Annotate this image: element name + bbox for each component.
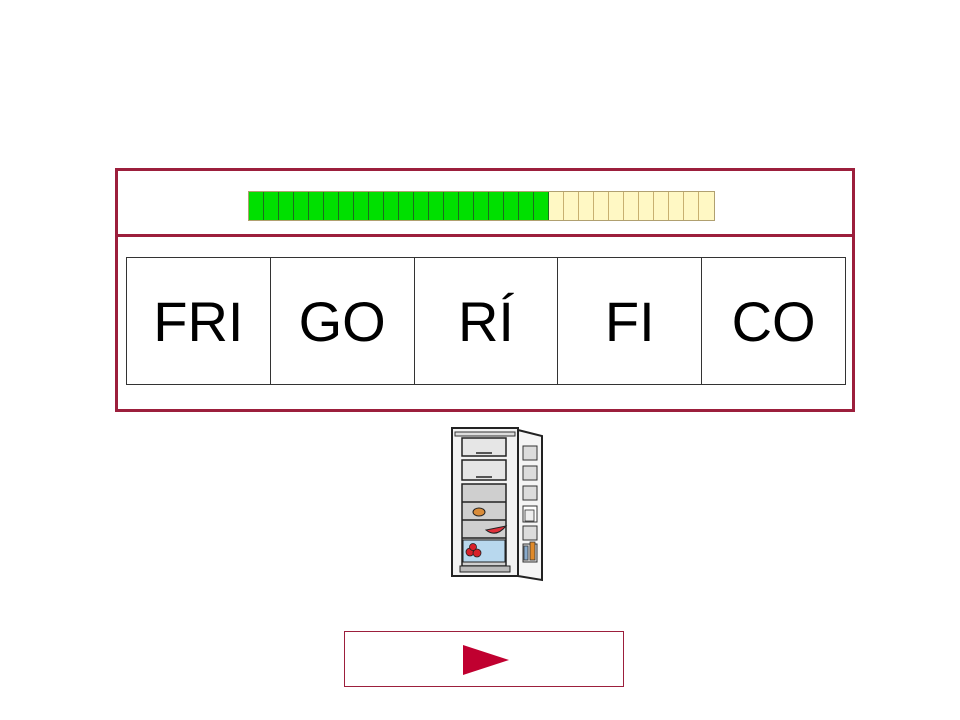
- progress-segment: [609, 192, 624, 220]
- progress-segment: [369, 192, 384, 220]
- progress-segment: [414, 192, 429, 220]
- progress-segment: [489, 192, 504, 220]
- progress-segment: [249, 192, 264, 220]
- progress-segment: [699, 192, 714, 220]
- progress-segment: [429, 192, 444, 220]
- progress-segment: [294, 192, 309, 220]
- progress-segment: [279, 192, 294, 220]
- progress-segment: [399, 192, 414, 220]
- progress-bar: [248, 191, 715, 221]
- refrigerator-icon: [446, 426, 546, 587]
- syllable-card-3[interactable]: RÍ: [415, 258, 559, 384]
- progress-segment: [639, 192, 654, 220]
- syllable-card-1[interactable]: FRI: [127, 258, 271, 384]
- progress-segment: [459, 192, 474, 220]
- progress-segment: [684, 192, 699, 220]
- progress-segment: [519, 192, 534, 220]
- progress-segment: [624, 192, 639, 220]
- progress-segment: [264, 192, 279, 220]
- progress-segment: [549, 192, 564, 220]
- progress-segment: [669, 192, 684, 220]
- progress-segment: [444, 192, 459, 220]
- progress-segment: [594, 192, 609, 220]
- progress-segment: [354, 192, 369, 220]
- progress-segment: [534, 192, 549, 220]
- syllable-card-4[interactable]: FI: [558, 258, 703, 384]
- progress-segment: [324, 192, 339, 220]
- progress-segment: [309, 192, 324, 220]
- progress-segment: [474, 192, 489, 220]
- progress-segment: [384, 192, 399, 220]
- next-button[interactable]: [344, 631, 624, 687]
- syllable-card-2[interactable]: GO: [271, 258, 415, 384]
- syllable-panel: FRI GO RÍ FI CO: [115, 168, 855, 412]
- progress-segment: [579, 192, 594, 220]
- progress-segment: [504, 192, 519, 220]
- progress-segment: [654, 192, 669, 220]
- progress-segment: [339, 192, 354, 220]
- progress-segment: [564, 192, 579, 220]
- panel-divider: [118, 234, 852, 237]
- play-triangle-icon: [463, 645, 509, 675]
- syllable-card-5[interactable]: CO: [731, 289, 816, 353]
- syllable-row: FRI GO RÍ FI CO: [126, 257, 846, 385]
